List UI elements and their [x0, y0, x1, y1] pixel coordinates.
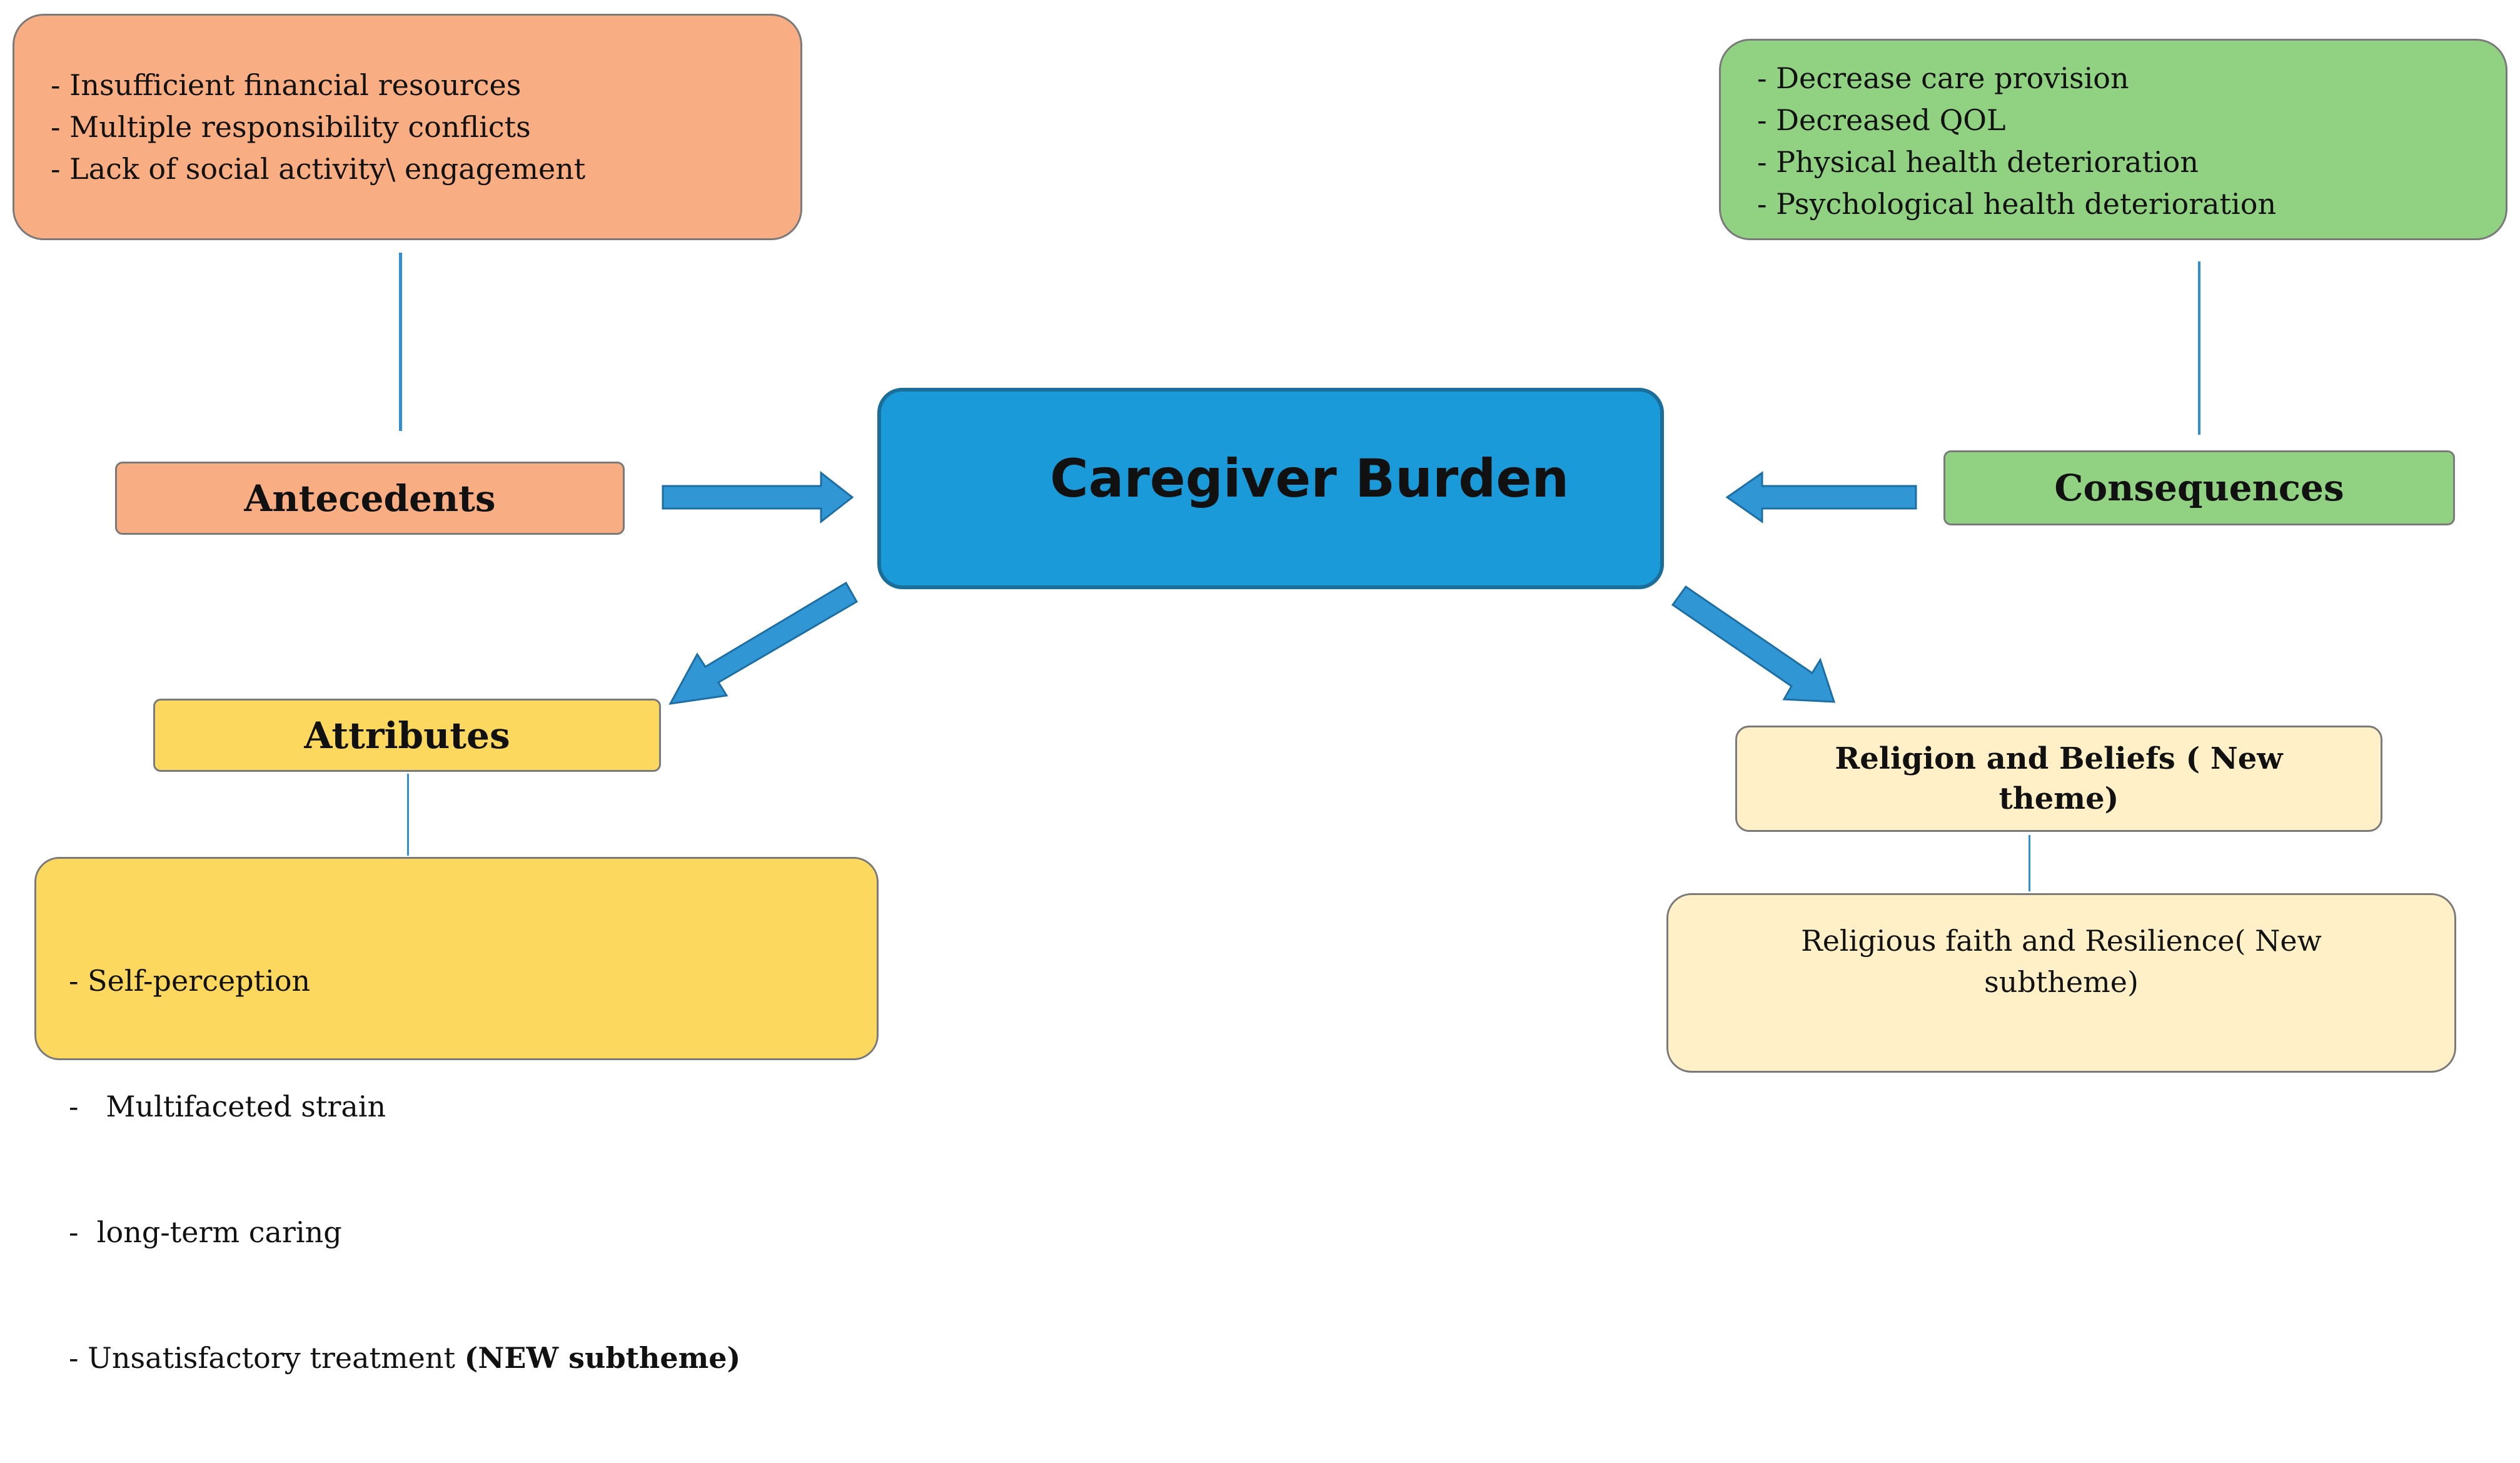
attribute-item: - Unsatisfactory treatment (NEW subtheme… [69, 1337, 877, 1379]
arrow-antecedents-to-center [662, 470, 854, 524]
antecedent-item: - Insufficient financial resources [51, 68, 522, 102]
antecedents-connector [399, 253, 402, 431]
religion-label-line1: Religion and Beliefs ( New [1835, 741, 2283, 776]
arrows-layer [662, 470, 1917, 705]
consequences-list: - Decrease care provision - Decreased QO… [1757, 58, 2506, 225]
consequence-item: - Decreased QOL [1757, 103, 2006, 137]
religion-label-line2: theme) [1998, 781, 2119, 816]
concept-map: - Insufficient financial resources - Mul… [13, 14, 2507, 1375]
attributes-connector [407, 774, 409, 856]
arrow-center-to-religion [1671, 585, 1836, 703]
consequence-item: - Physical health deterioration [1757, 145, 2199, 179]
new-subtheme-tag: (NEW subtheme) [464, 1341, 741, 1375]
arrow-center-to-attributes [668, 581, 859, 705]
antecedents-list: - Insufficient financial resources - Mul… [51, 64, 800, 190]
attribute-item: - Multifaceted strain [69, 1090, 386, 1123]
consequences-label: Consequences [2054, 467, 2344, 509]
antecedents-label: Antecedents [244, 477, 496, 520]
consequence-item: - Psychological health deterioration [1757, 187, 2277, 221]
caregiver-burden-title: Caregiver Burden [1050, 448, 1570, 509]
religion-detail-box: Religious faith and Resilience( New subt… [1666, 893, 2456, 1073]
attributes-label: Attributes [304, 714, 510, 757]
consequences-detail-box: - Decrease care provision - Decreased QO… [1719, 39, 2507, 240]
religion-detail-line2: subtheme) [1984, 965, 2139, 999]
caregiver-burden-box: Caregiver Burden [877, 388, 1664, 589]
antecedents-detail-box: - Insufficient financial resources - Mul… [13, 14, 802, 240]
consequence-item: - Decrease care provision [1757, 61, 2129, 95]
attributes-label-box: Attributes [153, 699, 661, 772]
antecedents-label-box: Antecedents [115, 462, 625, 535]
consequences-connector [2198, 261, 2200, 435]
antecedent-item: - Lack of social activity\ engagement [51, 152, 586, 186]
consequences-label-box: Consequences [1943, 450, 2455, 525]
religion-label-box: Religion and Beliefs ( New theme) [1735, 726, 2382, 832]
arrow-consequences-to-center [1725, 471, 1917, 524]
attribute-item: - Self-perception [69, 964, 311, 998]
religion-connector [2029, 835, 2030, 891]
antecedent-item: - Multiple responsibility conflicts [51, 110, 531, 144]
attribute-item-text: - Unsatisfactory treatment [69, 1341, 465, 1375]
attribute-item: - long-term caring [69, 1215, 342, 1249]
religion-detail-line1: Religious faith and Resilience( New [1801, 924, 2322, 958]
